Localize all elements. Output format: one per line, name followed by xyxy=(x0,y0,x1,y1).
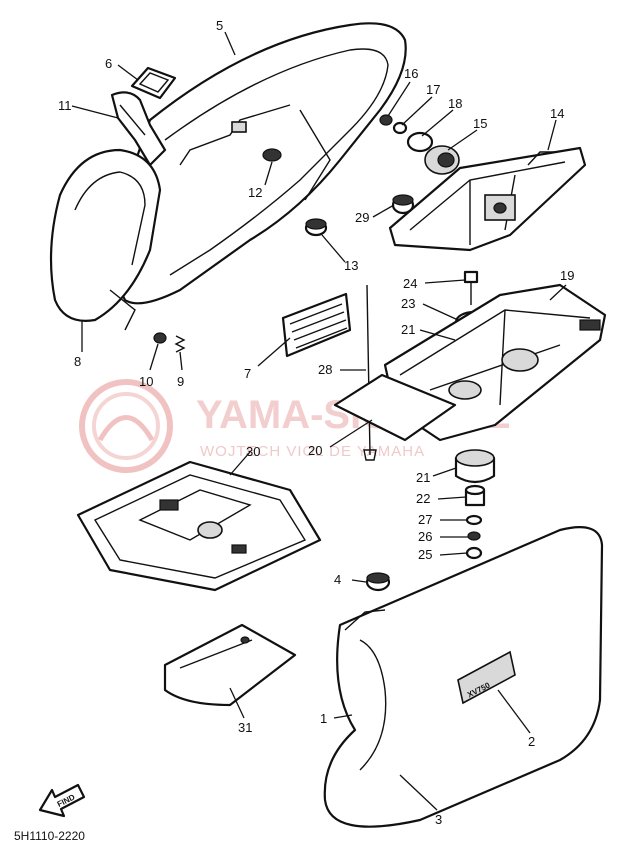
callout-14: 14 xyxy=(550,106,564,121)
washer-part-17 xyxy=(392,121,408,135)
spring-part-9 xyxy=(174,335,186,353)
callout-16: 16 xyxy=(404,66,418,81)
callout-30: 30 xyxy=(246,444,260,459)
callout-21-upper: 21 xyxy=(401,322,415,337)
bolt-part-16 xyxy=(379,114,393,126)
collar-part-22 xyxy=(464,484,486,507)
washer-part-26 xyxy=(467,531,481,541)
callout-26: 26 xyxy=(418,529,432,544)
long-bolt-part-28 xyxy=(363,284,377,461)
callout-8: 8 xyxy=(74,354,81,369)
callout-28: 28 xyxy=(318,362,332,377)
grommet-part-12 xyxy=(262,148,282,162)
callout-11: 11 xyxy=(58,98,72,113)
callout-17: 17 xyxy=(426,82,440,97)
callout-21-lower: 21 xyxy=(416,470,430,485)
callout-6: 6 xyxy=(105,56,112,71)
label-plate-part-7 xyxy=(281,292,352,358)
callout-12: 12 xyxy=(248,185,262,200)
pouch-part-31 xyxy=(163,623,297,707)
find-arrow-icon: FIND xyxy=(38,783,86,818)
bracket-part-6 xyxy=(130,66,177,100)
callout-5: 5 xyxy=(216,18,223,33)
damper-part-13 xyxy=(304,218,328,237)
nut-part-25 xyxy=(465,546,483,560)
callout-10: 10 xyxy=(139,374,153,389)
callout-2: 2 xyxy=(528,734,535,749)
damper-part-21-lower xyxy=(454,449,496,484)
taillight-bracket-part-11 xyxy=(110,91,167,167)
collar-part-18 xyxy=(406,131,434,153)
leader-lines xyxy=(71,31,567,811)
taillight-part-8 xyxy=(49,148,162,331)
upper-bracket-part-14 xyxy=(388,146,587,252)
callout-29: 29 xyxy=(355,210,369,225)
callout-15: 15 xyxy=(473,116,487,131)
damper-part-29 xyxy=(391,194,415,215)
callout-4: 4 xyxy=(334,572,341,587)
callout-31: 31 xyxy=(238,720,252,735)
rear-fender-part-5 xyxy=(108,22,407,305)
callout-7: 7 xyxy=(244,366,251,381)
nut-part-10 xyxy=(153,332,167,344)
washer-part-27 xyxy=(465,514,483,526)
callout-19: 19 xyxy=(560,268,574,283)
callout-22: 22 xyxy=(416,491,430,506)
damper-part-15 xyxy=(424,145,460,175)
watermark-subtitle: WOJTECH VIOL DE YAMAHA xyxy=(200,443,425,460)
bolt-part-24 xyxy=(463,270,479,305)
callout-9: 9 xyxy=(177,374,184,389)
tool-tray-part-30 xyxy=(76,460,322,592)
grommet-part-4 xyxy=(365,572,391,592)
callout-1: 1 xyxy=(320,711,327,726)
plate-part-20 xyxy=(333,373,457,442)
callout-20: 20 xyxy=(308,443,322,458)
callout-18: 18 xyxy=(448,96,462,111)
callout-24: 24 xyxy=(403,276,417,291)
callout-numbers: 5 6 11 12 13 16 17 18 15 14 29 24 23 21 … xyxy=(58,18,574,827)
callout-3: 3 xyxy=(435,812,442,827)
callout-13: 13 xyxy=(344,258,358,273)
callout-25: 25 xyxy=(418,547,432,562)
callout-27: 27 xyxy=(418,512,432,527)
diagram-code: 5H1110-2220 xyxy=(14,829,85,843)
callout-23: 23 xyxy=(401,296,415,311)
